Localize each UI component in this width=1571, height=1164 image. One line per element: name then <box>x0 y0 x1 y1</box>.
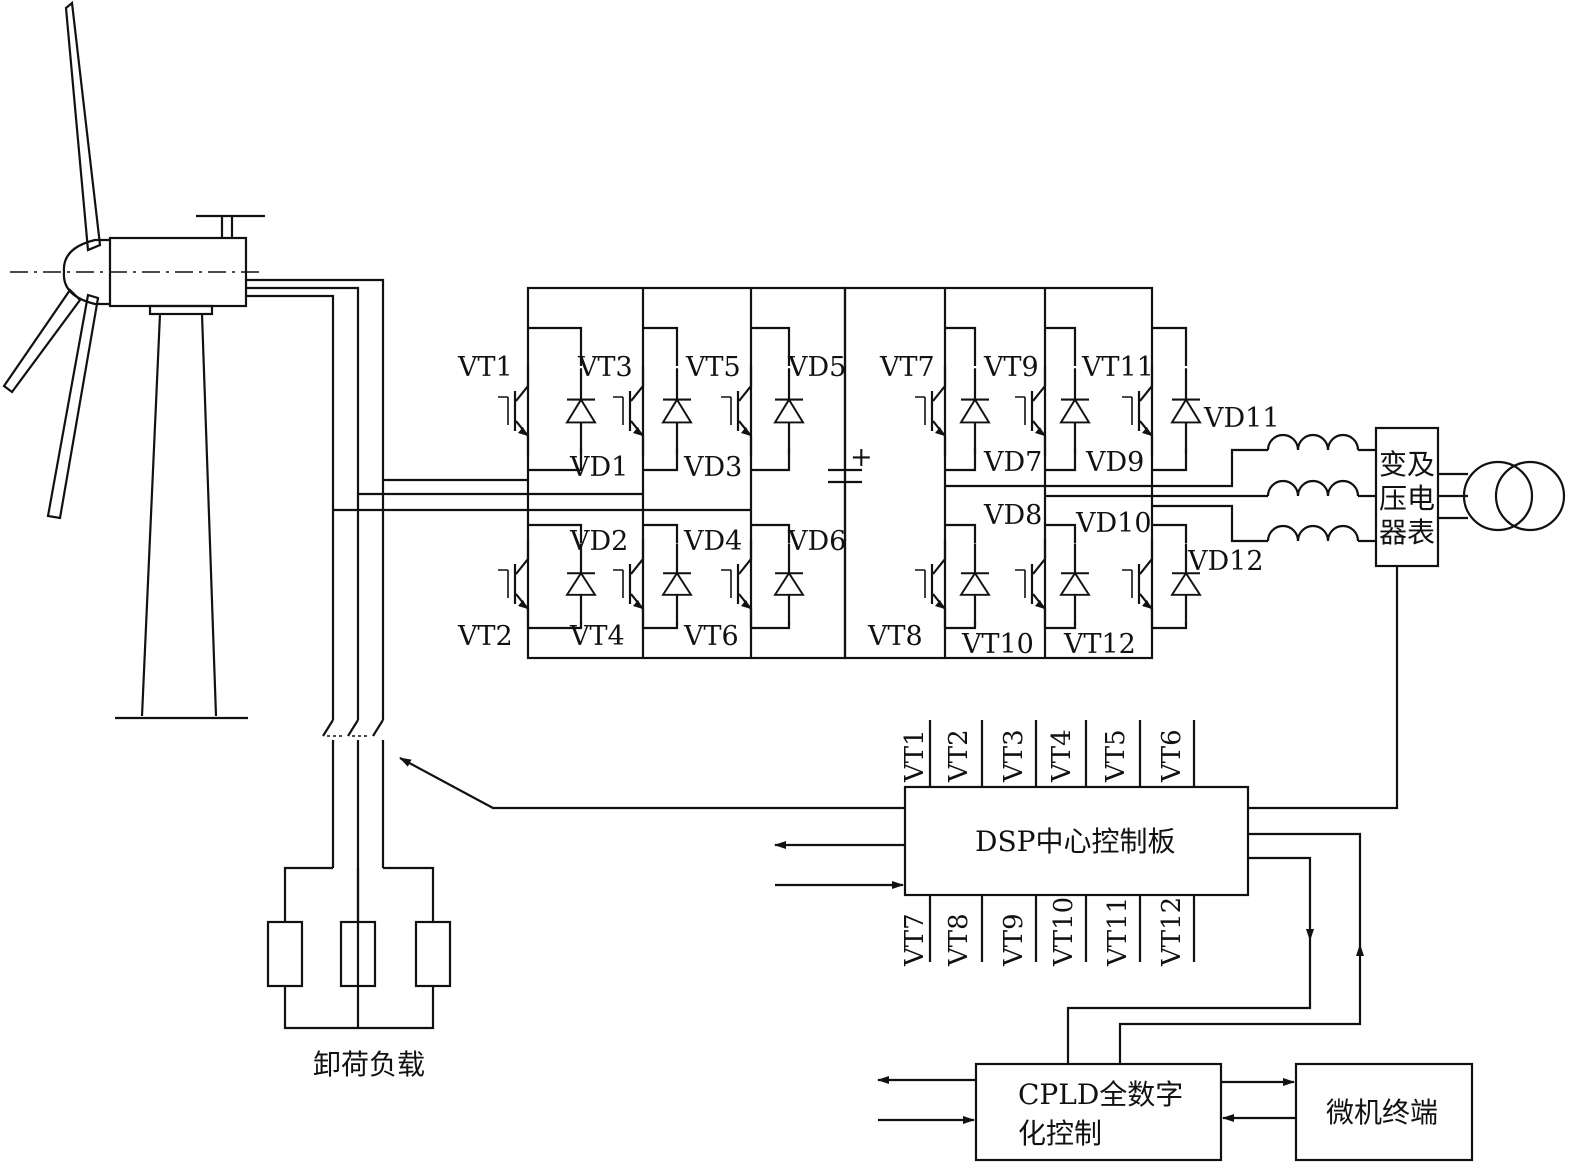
dsp-pin-top-1: VT1 <box>900 729 930 783</box>
dump-load-circuit: 卸荷负载 <box>266 719 905 1081</box>
label-vt1: VT1 <box>457 352 513 383</box>
label-vd10: VD10 <box>1075 508 1152 539</box>
label-vt8: VT8 <box>867 621 923 652</box>
dsp-pin-top-3: VT3 <box>999 729 1029 783</box>
meter-box-char-5: 器 <box>1379 516 1407 549</box>
dsp-pin-bottom-6: VT12 <box>1157 897 1187 967</box>
dsp-pin-bottom-2: VT8 <box>944 913 974 967</box>
dsp-pin-bottom-4: VT10 <box>1049 897 1079 967</box>
cpld-label-line2: 化控制 <box>1018 1117 1102 1150</box>
component-labels: VT1 VT3 VT5 VT7 VT9 VT11 VT2 VT4 VT6 VT8… <box>457 352 1280 660</box>
label-vd2: VD2 <box>569 526 628 557</box>
label-vd11: VD11 <box>1203 403 1280 434</box>
meter-box-char-2: 及 <box>1407 448 1435 481</box>
dsp-pin-top-4: VT4 <box>1047 729 1077 783</box>
dump-resistor-3 <box>414 920 452 988</box>
label-vd6: VD6 <box>787 526 846 557</box>
transformer-coil-1 <box>1462 460 1534 532</box>
dsp-pin-bottom-1: VT7 <box>900 913 930 967</box>
dsp-board-label: DSP中心控制板 <box>975 825 1175 858</box>
label-vd4: VD4 <box>683 526 742 557</box>
rectifier-bridge <box>496 286 847 660</box>
dsp-pin-bottom-5: VT11 <box>1103 897 1133 967</box>
label-vd12: VD12 <box>1187 546 1264 577</box>
dsp-pin-top-5: VT5 <box>1101 729 1131 783</box>
label-vt11: VT11 <box>1081 352 1154 383</box>
terminal-box <box>1294 1062 1474 1162</box>
transformer-coil-2 <box>1494 460 1566 532</box>
meter-box-char-4: 电 <box>1407 482 1435 515</box>
dsp-control-section: DSP中心控制板 VT1 VT2 VT3 VT4 VT5 VT6 VT7 VT8… <box>774 720 1364 1064</box>
dump-load-label: 卸荷负载 <box>313 1048 425 1081</box>
label-vd5: VD5 <box>787 352 846 383</box>
dsp-pin-bottom-3: VT9 <box>999 913 1029 967</box>
turbine-hub <box>62 238 110 306</box>
label-vt9: VT9 <box>983 352 1039 383</box>
dsp-pin-top-2: VT2 <box>944 729 974 783</box>
label-vt4: VT4 <box>569 621 625 652</box>
label-vd7: VD7 <box>983 447 1042 478</box>
meter-box-char-3: 压 <box>1379 482 1407 515</box>
dsp-pin-top-6: VT6 <box>1157 729 1187 783</box>
label-vt2: VT2 <box>457 621 513 652</box>
inverter-bridge <box>843 286 1268 660</box>
label-vd8: VD8 <box>983 500 1042 531</box>
turbine-blade-upper <box>64 0 102 252</box>
dump-resistor-1 <box>266 920 304 988</box>
label-vt10: VT10 <box>961 629 1034 660</box>
terminal-label: 微机终端 <box>1326 1096 1438 1129</box>
turbine-tower <box>140 313 218 717</box>
label-vt12: VT12 <box>1063 629 1136 660</box>
cpld-box <box>974 1062 1223 1162</box>
transformer-meter: 变 及 压 电 器 表 <box>1248 426 1566 810</box>
generator-feeders <box>333 478 751 512</box>
wind-turbine <box>2 0 385 720</box>
label-vd3: VD3 <box>683 452 742 483</box>
label-vd1: VD1 <box>569 452 628 483</box>
dump-resistor-2 <box>339 920 377 988</box>
turbine-blade-lower <box>46 293 100 520</box>
cpld-section: CPLD全数字 化控制 微机终端 <box>877 1062 1474 1162</box>
dsp-board-box <box>903 785 1250 897</box>
label-vt6: VT6 <box>683 621 739 652</box>
dc-link-capacitor: + <box>828 442 873 484</box>
capacitor-polarity: + <box>850 442 873 473</box>
meter-box-char-6: 表 <box>1407 516 1435 549</box>
cpld-label-line1: CPLD全数字 <box>1018 1078 1183 1111</box>
label-vt3: VT3 <box>577 352 633 383</box>
meter-box-char-1: 变 <box>1379 448 1407 481</box>
label-vd9: VD9 <box>1085 447 1144 478</box>
output-inductors <box>1266 433 1376 543</box>
label-vt7: VT7 <box>879 352 935 383</box>
label-vt5: VT5 <box>685 352 741 383</box>
turbine-blade-lower-left <box>2 288 82 394</box>
